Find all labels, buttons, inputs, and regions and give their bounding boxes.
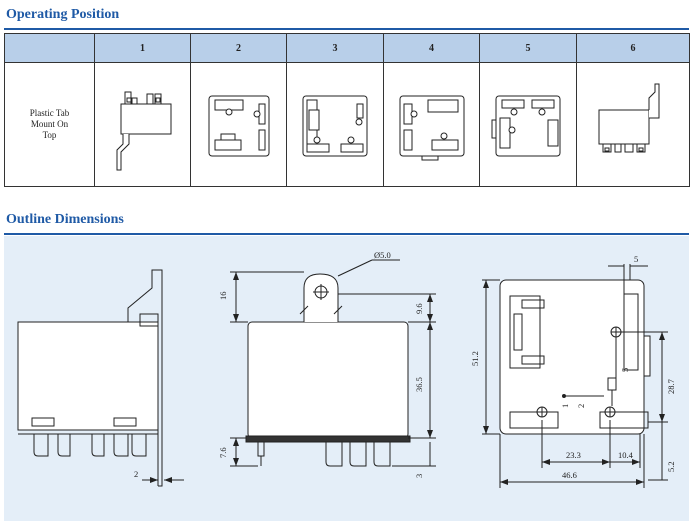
column-header: 1 bbox=[94, 33, 191, 63]
operating-position-table: 1 2 3 4 5 6 Plastic Tab Mount On Top bbox=[4, 33, 690, 187]
relay-top-view-5 bbox=[491, 95, 561, 156]
column-header: 5 bbox=[479, 33, 577, 63]
column-header: 4 bbox=[383, 33, 480, 63]
outline-dimensions-panel: Ø5.0 16 9.6 36.5 7.6 3 2 5 51.2 5 28.7 2… bbox=[4, 236, 689, 521]
row-label: Plastic Tab Mount On Top bbox=[4, 62, 95, 187]
dim-5-2-label: 5.2 bbox=[666, 461, 676, 472]
column-header: 2 bbox=[190, 33, 287, 63]
dim-16-label: 16 bbox=[218, 292, 228, 301]
dim-5-top-label: 5 bbox=[634, 254, 638, 264]
dim-5-side-label: 5 bbox=[620, 368, 630, 372]
relay-side-view-1 bbox=[116, 91, 171, 170]
dim-28-7-label: 28.7 bbox=[666, 379, 676, 394]
dim-3-label: 3 bbox=[414, 474, 424, 478]
dim-hole-label: Ø5.0 bbox=[374, 250, 391, 260]
dim-10-4-label: 10.4 bbox=[618, 450, 634, 460]
position-1-cell bbox=[94, 62, 191, 187]
dim-9-6-label: 9.6 bbox=[414, 303, 424, 314]
operating-position-title: Operating Position bbox=[6, 7, 120, 22]
position-3-cell bbox=[286, 62, 384, 187]
dim-46-6-label: 46.6 bbox=[562, 470, 577, 480]
dim-2-label: 2 bbox=[134, 469, 138, 479]
pin-2-label: 2 bbox=[576, 404, 586, 408]
position-5-cell bbox=[479, 62, 577, 187]
column-header: 3 bbox=[286, 33, 384, 63]
table-header-row: 1 2 3 4 5 6 bbox=[4, 33, 690, 63]
outline-drawing: Ø5.0 16 9.6 36.5 7.6 3 2 5 51.2 5 28.7 2… bbox=[17, 250, 676, 488]
dim-23-3-label: 23.3 bbox=[566, 450, 581, 460]
relay-side-view-6 bbox=[598, 83, 660, 152]
relay-top-view-4 bbox=[399, 95, 464, 160]
title-rule bbox=[4, 233, 689, 235]
position-2-cell bbox=[190, 62, 287, 187]
position-6-cell bbox=[576, 62, 690, 187]
column-header: 6 bbox=[576, 33, 690, 63]
table-row: Plastic Tab Mount On Top bbox=[4, 62, 690, 187]
dim-36-5-label: 36.5 bbox=[414, 377, 424, 392]
relay-top-view-2 bbox=[208, 95, 269, 156]
dim-51-2-label: 51.2 bbox=[470, 351, 480, 366]
position-4-cell bbox=[383, 62, 480, 187]
title-rule bbox=[4, 28, 689, 30]
relay-top-view-3 bbox=[302, 95, 368, 156]
column-header bbox=[4, 33, 95, 63]
pin-1-label: 1 bbox=[560, 404, 570, 408]
dim-7-6-label: 7.6 bbox=[218, 447, 228, 458]
outline-dimensions-title: Outline Dimensions bbox=[6, 212, 124, 227]
